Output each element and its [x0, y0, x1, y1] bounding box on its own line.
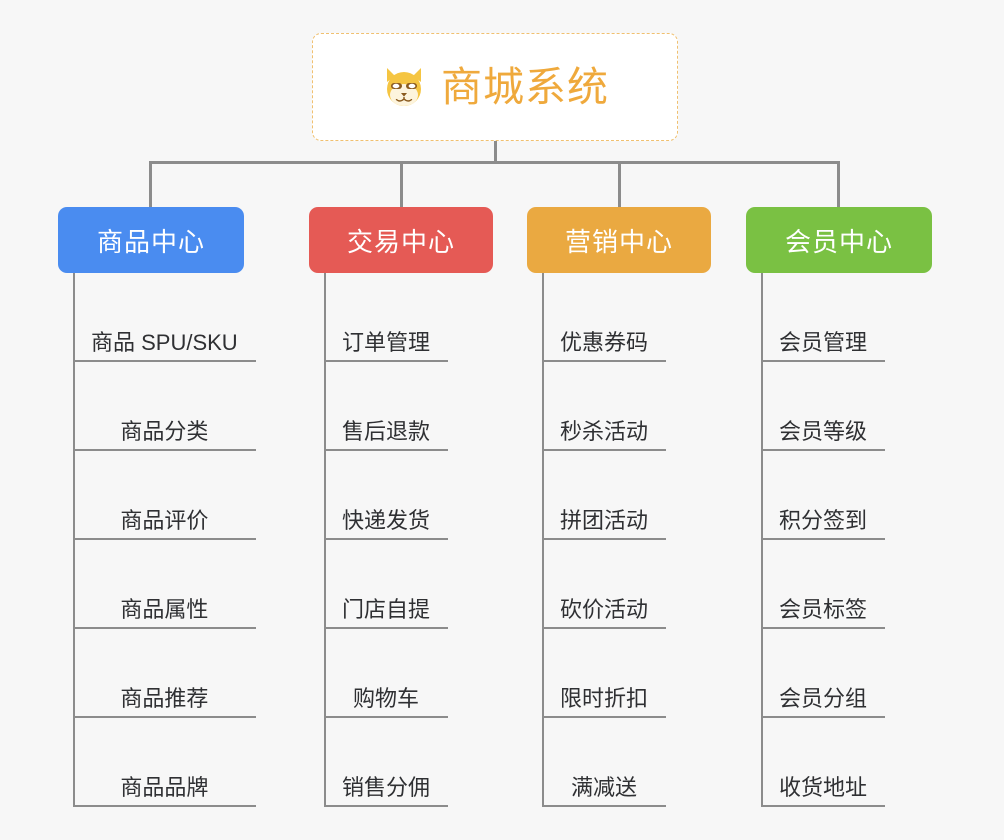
- leaf-label: 商品 SPU/SKU: [91, 329, 238, 355]
- leaf-label: 满减送: [571, 774, 638, 800]
- list-item[interactable]: 商品评价: [73, 451, 256, 540]
- branch-trunk-marketing: [542, 273, 544, 807]
- leaf-label: 商品品牌: [120, 774, 209, 800]
- branch-header-member[interactable]: 会员中心: [746, 207, 932, 273]
- branch-trunk-member: [761, 273, 763, 807]
- list-item[interactable]: 商品品牌: [73, 718, 256, 807]
- list-item[interactable]: 门店自提: [324, 540, 449, 629]
- leaf-label: 会员管理: [779, 329, 868, 355]
- connector-drop-3: [618, 161, 621, 207]
- list-item[interactable]: 会员分组: [761, 629, 886, 718]
- list-item[interactable]: 秒杀活动: [542, 362, 667, 451]
- connector-drop-4: [837, 161, 840, 207]
- list-item[interactable]: 砍价活动: [542, 540, 667, 629]
- connector-horizontal-bus: [150, 161, 839, 164]
- connector-drop-1: [149, 161, 152, 207]
- list-item[interactable]: 满减送: [542, 718, 667, 807]
- leaf-label: 售后退款: [342, 418, 431, 444]
- branch-header-marketing[interactable]: 营销中心: [527, 207, 711, 273]
- shiba-dog-icon: [381, 64, 427, 110]
- leaf-label: 会员标签: [779, 596, 868, 622]
- branch-trunk-trade: [324, 273, 326, 807]
- branch-leaves-product: 商品 SPU/SKU 商品分类 商品评价 商品属性 商品推荐 商品品牌: [73, 273, 256, 807]
- list-item[interactable]: 积分签到: [761, 451, 886, 540]
- branch-leaves-member: 会员管理 会员等级 积分签到 会员标签 会员分组 收货地址: [761, 273, 886, 807]
- list-item[interactable]: 商品属性: [73, 540, 256, 629]
- leaf-label: 快递发货: [342, 507, 431, 533]
- leaf-label: 砍价活动: [560, 596, 649, 622]
- list-item[interactable]: 快递发货: [324, 451, 449, 540]
- list-item[interactable]: 商品推荐: [73, 629, 256, 718]
- leaf-label: 销售分佣: [342, 774, 431, 800]
- list-item[interactable]: 会员管理: [761, 273, 886, 362]
- list-item[interactable]: 售后退款: [324, 362, 449, 451]
- leaf-label: 门店自提: [342, 596, 431, 622]
- list-item[interactable]: 限时折扣: [542, 629, 667, 718]
- list-item[interactable]: 商品分类: [73, 362, 256, 451]
- leaf-label: 购物车: [353, 685, 420, 711]
- list-item[interactable]: 商品 SPU/SKU: [73, 273, 256, 362]
- list-item[interactable]: 会员等级: [761, 362, 886, 451]
- leaf-label: 订单管理: [342, 329, 431, 355]
- root-node[interactable]: 商城系统: [312, 33, 678, 141]
- leaf-label: 商品评价: [120, 507, 209, 533]
- leaf-label: 限时折扣: [560, 685, 649, 711]
- leaf-label: 商品属性: [120, 596, 209, 622]
- list-item[interactable]: 会员标签: [761, 540, 886, 629]
- leaf-label: 秒杀活动: [560, 418, 649, 444]
- leaf-label: 优惠券码: [560, 329, 649, 355]
- list-item[interactable]: 收货地址: [761, 718, 886, 807]
- leaf-label: 积分签到: [779, 507, 868, 533]
- leaf-label: 拼团活动: [560, 507, 649, 533]
- branch-header-trade[interactable]: 交易中心: [309, 207, 493, 273]
- branch-leaves-marketing: 优惠券码 秒杀活动 拼团活动 砍价活动 限时折扣 满减送: [542, 273, 667, 807]
- list-item[interactable]: 拼团活动: [542, 451, 667, 540]
- list-item[interactable]: 优惠券码: [542, 273, 667, 362]
- connector-root-stem: [494, 141, 497, 164]
- list-item[interactable]: 订单管理: [324, 273, 449, 362]
- leaf-label: 商品分类: [120, 418, 209, 444]
- leaf-label: 会员等级: [779, 418, 868, 444]
- branch-leaves-trade: 订单管理 售后退款 快递发货 门店自提 购物车 销售分佣: [324, 273, 449, 807]
- connector-drop-2: [400, 161, 403, 207]
- leaf-label: 会员分组: [779, 685, 868, 711]
- leaf-label: 商品推荐: [120, 685, 209, 711]
- root-label: 商城系统: [441, 63, 609, 110]
- branch-header-product[interactable]: 商品中心: [58, 207, 244, 273]
- list-item[interactable]: 购物车: [324, 629, 449, 718]
- leaf-label: 收货地址: [779, 774, 868, 800]
- list-item[interactable]: 销售分佣: [324, 718, 449, 807]
- branch-trunk-product: [73, 273, 75, 807]
